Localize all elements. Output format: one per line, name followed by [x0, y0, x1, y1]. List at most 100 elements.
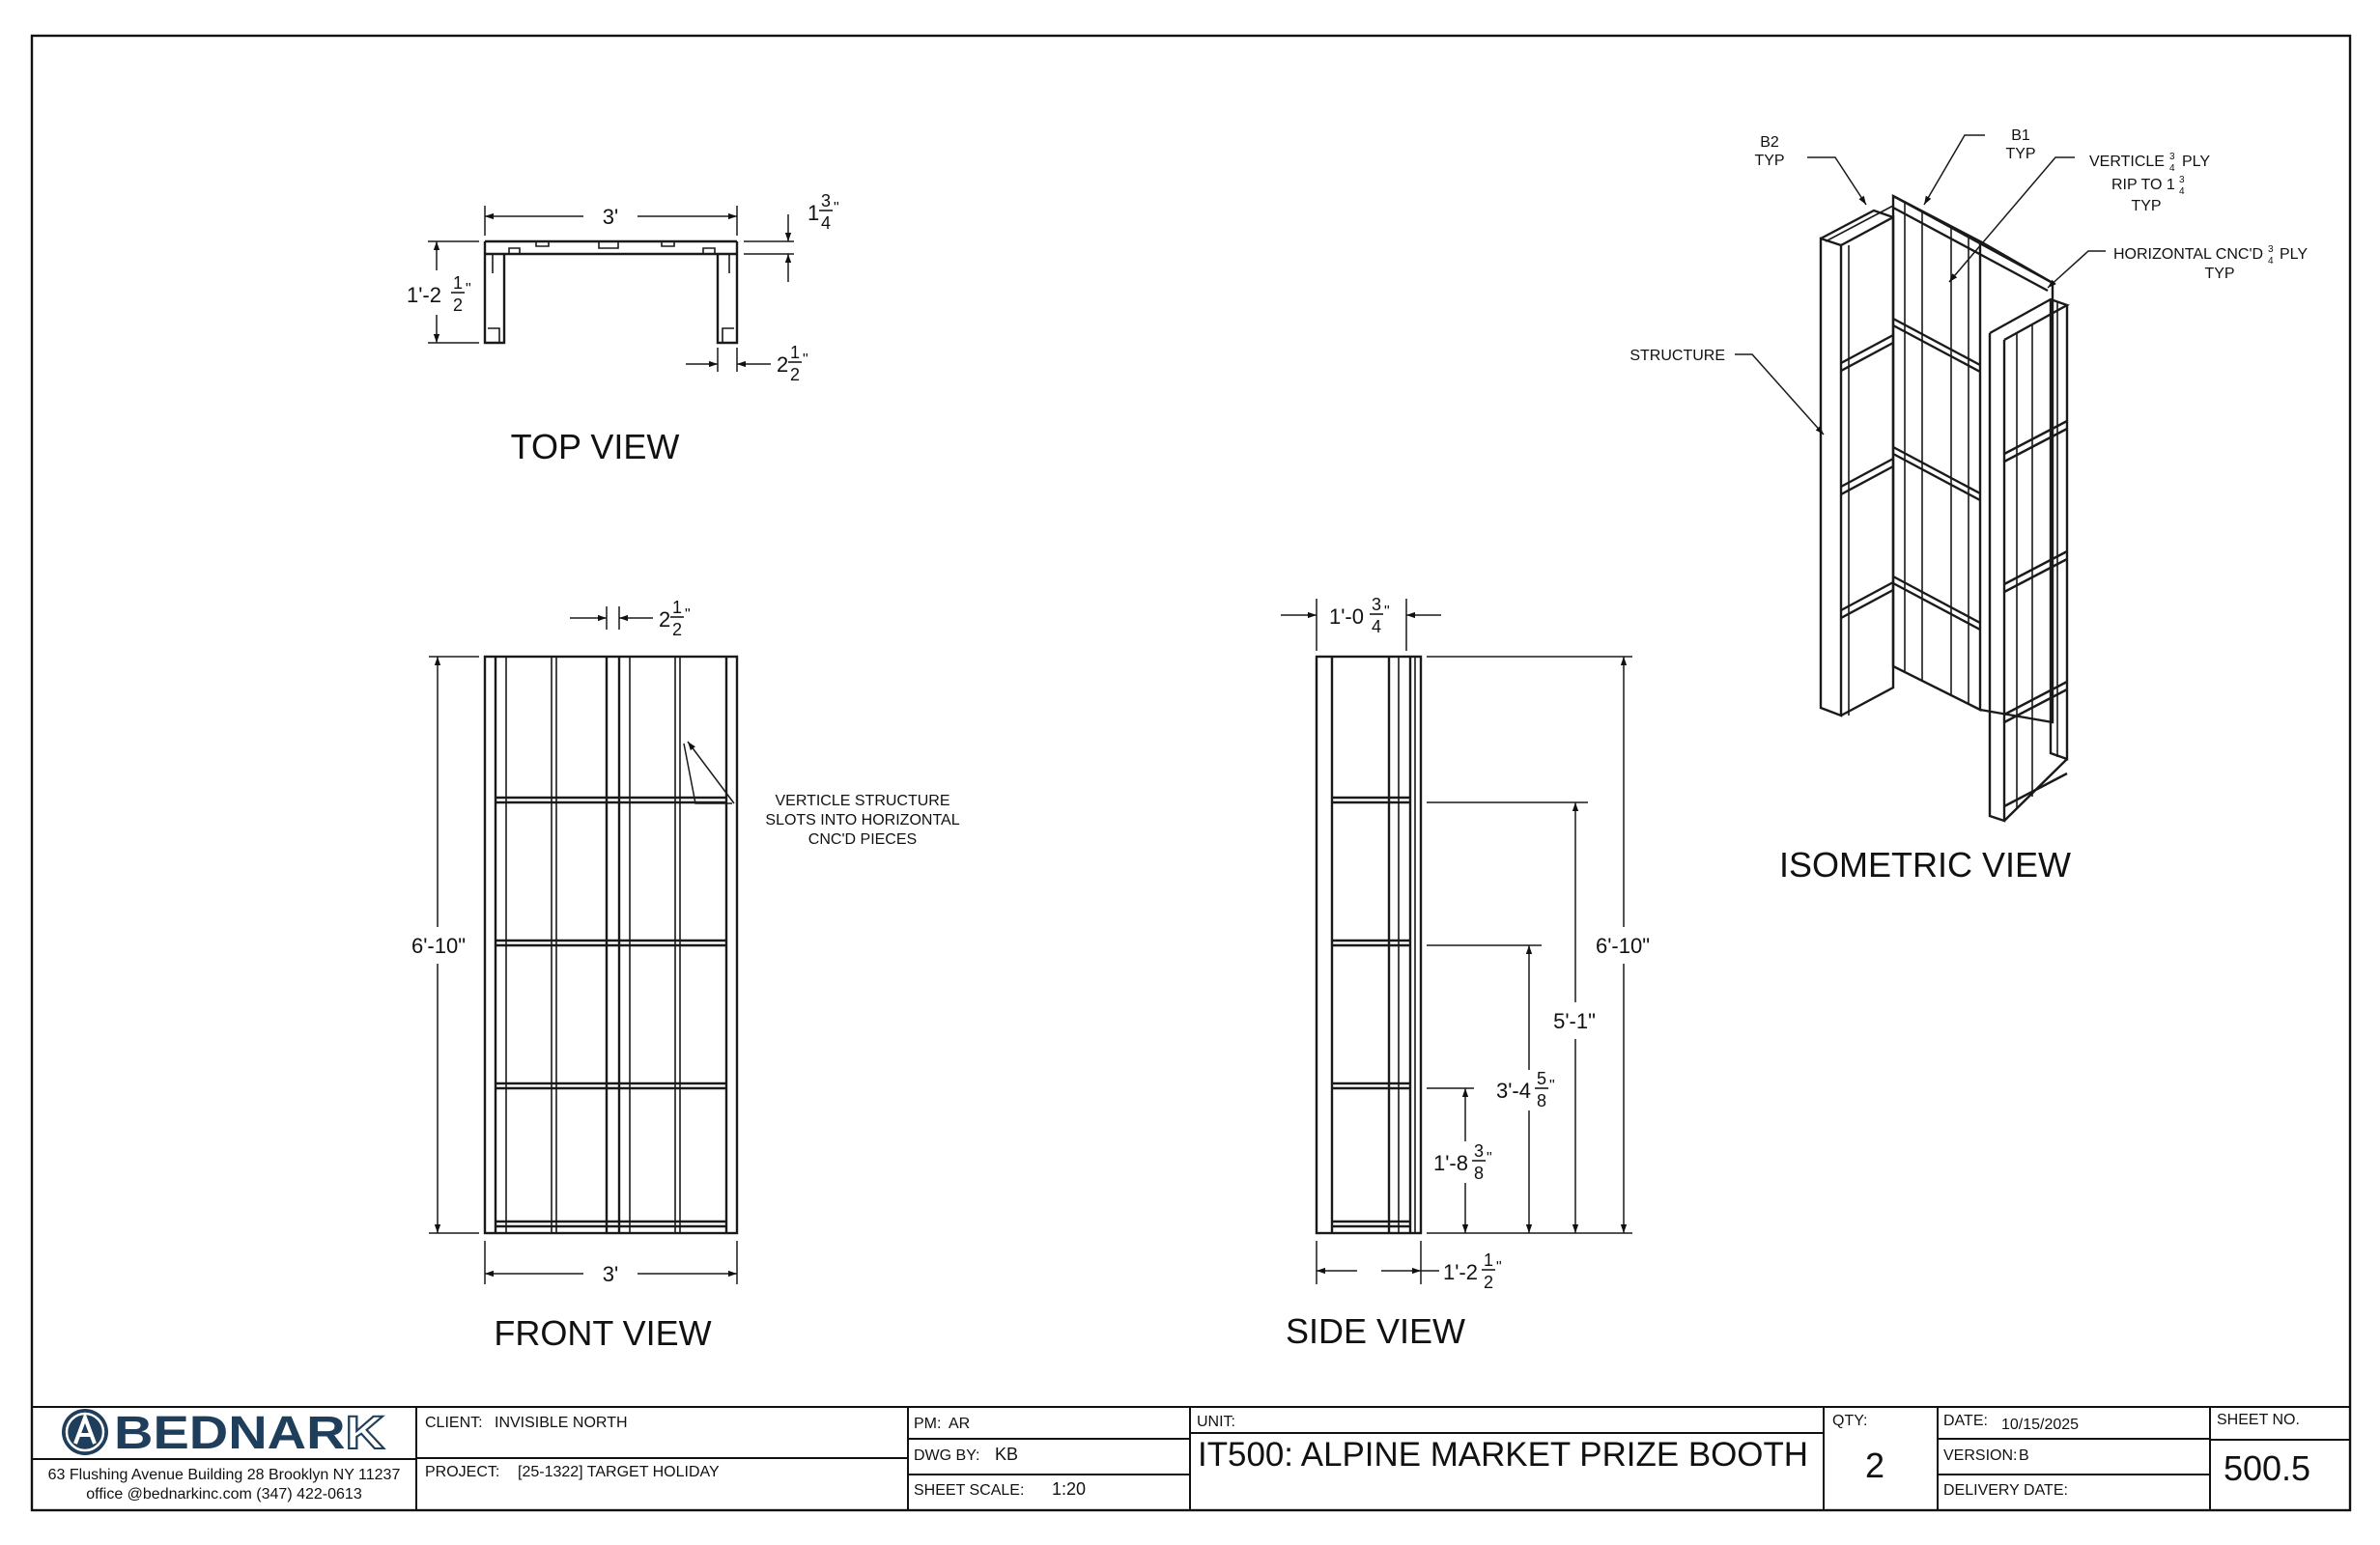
side-top-width-label: 1'-0: [1329, 604, 1364, 629]
inch-mark: ": [685, 606, 691, 623]
inch-mark: ": [466, 281, 471, 297]
company-address: 63 Flushing Avenue Building 28 Brooklyn …: [48, 1467, 401, 1483]
side-h4-frac-num: 3: [1474, 1141, 1484, 1161]
project-label: PROJECT:: [425, 1464, 499, 1480]
iso-horiz-frac-a: 3: [2268, 244, 2274, 255]
side-bottom-width-label: 1'-2: [1443, 1260, 1478, 1284]
iso-vert-frac-d: 4: [2179, 186, 2185, 197]
side-top-frac-num: 3: [1372, 595, 1381, 614]
inch-mark: ": [803, 351, 808, 368]
top-depth-frac-num: 1: [453, 273, 463, 293]
iso-horiz-line-1b: PLY: [2280, 246, 2308, 263]
delivery-label: DELIVERY DATE:: [1943, 1482, 2068, 1499]
iso-b1-line-1: B1: [2011, 127, 2030, 144]
iso-vert-line-1: VERTICLE: [2089, 154, 2165, 170]
side-h4-label: 1'-8: [1433, 1151, 1468, 1175]
top-depth-frac-den: 2: [453, 295, 463, 315]
unit-label: UNIT:: [1197, 1414, 1235, 1430]
front-note-line-3: CNC'D PIECES: [808, 831, 917, 848]
front-view-frame: [483, 655, 739, 1235]
top-post-frac-num: 1: [790, 343, 800, 362]
side-top-frac-den: 4: [1372, 617, 1381, 636]
side-bottom-width-dim: 1'-2 1 2 ": [1316, 1241, 1502, 1292]
top-view-width-dim: 3': [484, 205, 738, 236]
scale-value: 1:20: [1052, 1479, 1086, 1499]
iso-horiz-line-2: TYP: [2204, 266, 2234, 282]
front-note-line-2: SLOTS INTO HORIZONTAL: [765, 812, 959, 829]
top-post-frac-den: 2: [790, 365, 800, 384]
top-edge-frac-den: 4: [821, 213, 831, 233]
front-stile-label: 2: [659, 607, 670, 632]
dwg-value: KB: [995, 1445, 1018, 1464]
side-h3-frac-num: 5: [1537, 1069, 1546, 1088]
sheet-value: 500.5: [2224, 1448, 2310, 1488]
iso-horiz-line-1: HORIZONTAL CNC'D: [2113, 246, 2263, 263]
top-post-label: 2: [777, 352, 788, 377]
sheet-label: SHEET NO.: [2217, 1412, 2300, 1428]
side-h1-dim: 6'-10": [1596, 657, 1650, 1233]
side-h3-frac-den: 8: [1537, 1091, 1546, 1110]
inch-mark: ": [1384, 604, 1390, 620]
sheet-border: [30, 34, 2352, 1512]
iso-vert-line-1b: PLY: [2182, 154, 2210, 170]
top-depth-label: 1'-2: [407, 283, 441, 307]
side-h4-frac-den: 8: [1474, 1164, 1484, 1183]
front-stile-frac-num: 1: [672, 598, 682, 617]
client-value: INVISIBLE NORTH: [495, 1415, 628, 1431]
front-stile-dim: 2 1 2 ": [570, 598, 691, 639]
iso-vert-frac-b: 4: [2169, 163, 2175, 174]
iso-vert-line-2: RIP TO 1: [2111, 177, 2175, 193]
date-label: DATE:: [1943, 1413, 1988, 1429]
iso-b1-line-2: TYP: [2005, 146, 2035, 162]
side-h4-dim: 1'-8 3 8 ": [1433, 1088, 1492, 1233]
iso-horiz-frac-b: 4: [2268, 256, 2274, 267]
pm-label: PM:: [914, 1416, 941, 1432]
dwg-label: DWG BY:: [914, 1447, 979, 1464]
iso-b2-line-2: TYP: [1754, 153, 1784, 169]
isometric-view: B2 TYP B1 TYP VERTICLE 3 4 PLY RIP TO 1 …: [1629, 127, 2308, 885]
top-view-plan: [483, 239, 739, 345]
side-bottom-frac-num: 1: [1484, 1250, 1493, 1270]
front-stile-frac-den: 2: [672, 620, 682, 639]
top-view-post-dim: 2 1 2 ": [686, 343, 808, 384]
front-width-dim: 3': [484, 1241, 738, 1286]
top-view: 3' 1'-2 1 2 " 1 3 4 " 2: [407, 191, 839, 466]
side-h2-dim: 5'-1": [1553, 802, 1596, 1233]
inch-mark: ": [1487, 1150, 1492, 1166]
side-extension-lines: [1427, 656, 1632, 1234]
side-h3-dim: 3'-4 5 8 ": [1496, 945, 1555, 1233]
inch-mark: ": [1496, 1259, 1502, 1276]
top-edge-label: 1: [808, 201, 819, 225]
side-view: 1'-0 3 4 " 1'-2 1 2 " 6'-10": [1281, 595, 1650, 1351]
iso-vert-line-3: TYP: [2131, 198, 2161, 214]
qty-label: QTY:: [1832, 1413, 1867, 1429]
project-value: [25-1322] TARGET HOLIDAY: [518, 1464, 720, 1480]
side-bottom-frac-den: 2: [1484, 1273, 1493, 1292]
isometric-drawing: [1819, 194, 2070, 823]
side-h2-label: 5'-1": [1553, 1009, 1596, 1033]
top-view-depth-dim: 1'-2 1 2 ": [407, 240, 479, 344]
front-view-title: FRONT VIEW: [494, 1313, 711, 1353]
side-h3-label: 3'-4: [1496, 1079, 1531, 1103]
isometric-view-title: ISOMETRIC VIEW: [1779, 845, 2071, 885]
side-h1-label: 6'-10": [1596, 934, 1650, 958]
front-note-line-1: VERTICLE STRUCTURE: [775, 793, 949, 809]
inch-mark: ": [1549, 1078, 1555, 1094]
iso-leaders: [1735, 134, 2106, 435]
top-view-edge-dim: 1 3 4 ": [744, 191, 839, 282]
qty-value: 2: [1865, 1446, 1884, 1485]
top-view-title: TOP VIEW: [511, 427, 680, 466]
top-edge-frac-num: 3: [821, 191, 831, 211]
inch-mark: ": [834, 200, 839, 216]
date-value: 10/15/2025: [2001, 1417, 2079, 1433]
front-note: VERTICLE STRUCTURE SLOTS INTO HORIZONTAL…: [683, 741, 960, 848]
front-height-label: 6'-10": [411, 934, 466, 958]
top-width-label: 3': [603, 205, 618, 229]
front-width-label: 3': [603, 1262, 618, 1286]
version-value: B: [2019, 1447, 2029, 1464]
version-label: VERSION:: [1943, 1447, 2017, 1464]
side-view-title: SIDE VIEW: [1286, 1311, 1465, 1351]
